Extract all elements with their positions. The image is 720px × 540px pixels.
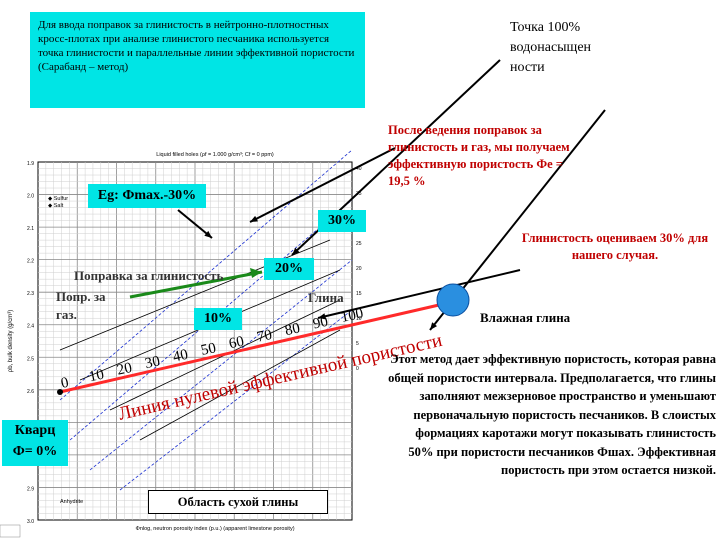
zero-effective-porosity-line — [59, 300, 453, 394]
lithology-line — [89, 259, 353, 471]
mineral-label-anhydrite: Anhydrite — [60, 499, 83, 505]
effective-porosity-note: После ведения поправок за глинистость и … — [388, 123, 570, 188]
lithology-line — [59, 149, 353, 401]
intro-text: Для ввода поправок за глинистость в нейт… — [38, 19, 355, 73]
y-tick-label: 2.0 — [27, 194, 34, 200]
y-tick-label: 2.4 — [27, 324, 34, 330]
quartz-line-1: Кварц — [14, 423, 56, 438]
wet-clay-point — [436, 283, 470, 317]
right-scale-label: 20 — [356, 266, 362, 272]
porosity-tick-label: 40 — [172, 347, 190, 366]
water-saturation-point: Точка 100% водонасыщен ности — [510, 18, 650, 78]
porosity-tick-label: 60 — [228, 334, 246, 353]
red-note-arrow-head — [250, 215, 258, 222]
gas-correction-line-1: Попр. за — [56, 289, 106, 304]
right-scale-label: 5 — [356, 341, 359, 347]
right-scale-label: 35 — [356, 191, 362, 197]
y-tick-label: 3.0 — [27, 519, 34, 525]
quartz-point — [57, 389, 63, 395]
y-tick-label: 2.1 — [27, 226, 34, 232]
wet-clay-label: Влажная глина — [480, 310, 571, 325]
effective-porosity-line — [139, 329, 341, 441]
red-note-arrow — [249, 147, 396, 223]
x-axis-label: Φnlog, neutron porosity index (p.u.) (ap… — [135, 526, 294, 532]
porosity-tick-label: 0 — [60, 375, 71, 392]
chart-header: Liquid filled holes (ρf = 1.000 g/cm³; C… — [156, 152, 274, 158]
clay-estimate-arrow — [317, 269, 521, 319]
right-scale-label: 10 — [356, 316, 362, 322]
clay-estimate-arrow-head — [318, 313, 326, 320]
y-tick-label: 2.9 — [27, 486, 34, 492]
porosity-30-box: 30% — [318, 210, 366, 232]
quartz-line-2: Ф= 0% — [12, 444, 58, 459]
clay-correction-label: Поправка за глинистость — [74, 268, 224, 283]
corner-logo — [0, 524, 21, 538]
y-tick-label: 2.2 — [27, 259, 34, 265]
legend-entry: ◆ Sulfur — [48, 196, 68, 202]
porosity-tick-label: 50 — [200, 340, 218, 359]
chart-grid: 1.92.02.12.22.32.42.52.62.72.82.93.0ρb, … — [0, 152, 362, 538]
porosity-20-box: 20% — [264, 258, 314, 280]
y-tick-label: 1.9 — [27, 161, 34, 167]
porosity-tick-label: 10 — [88, 367, 106, 386]
top-right-line-2: водонасыщен — [510, 40, 592, 55]
dry-clay-area-box: Область сухой глины — [148, 490, 328, 514]
eg-arrow-head — [204, 230, 212, 238]
top-right-line-3: ности — [510, 60, 545, 75]
right-scale-label: 25 — [356, 241, 362, 247]
method-description: Этот метод дает эффективную пористость, … — [388, 352, 716, 477]
y-axis-label: ρb, bulk density (g/cm³) — [8, 310, 14, 372]
clay-estimate-note: Глинистость оцениваем 30% для нашего слу… — [521, 231, 709, 262]
porosity-tick-label: 30 — [144, 353, 162, 372]
example-porosity-box: Eg: Фmax.-30% — [88, 184, 206, 208]
porosity-10-box: 10% — [194, 308, 242, 330]
right-scale-label: 0 — [356, 366, 359, 372]
clay-correction-arrow — [129, 270, 263, 299]
gas-correction-line-2: газ. — [56, 307, 77, 322]
quartz-box: Кварц Ф= 0% — [2, 420, 68, 466]
y-tick-label: 2.6 — [27, 389, 34, 395]
y-tick-label: 2.3 — [27, 291, 34, 297]
intro-note: Для ввода поправок за глинистость в нейт… — [30, 12, 365, 108]
clay-correction-arrowhead — [250, 268, 262, 278]
top-right-line-1: Точка 100% — [510, 20, 581, 35]
wet-clay-arrow-head — [430, 322, 438, 330]
gas-correction-label: Попр. за газ. — [56, 288, 106, 324]
legend-entry: ◆ Salt — [48, 203, 64, 209]
porosity-tick-label: 20 — [116, 360, 134, 379]
y-tick-label: 2.5 — [27, 356, 34, 362]
lithology-line — [119, 309, 353, 491]
right-scale-label: 15 — [356, 291, 362, 297]
clay-label: Глина — [308, 290, 344, 305]
water-point-arrow-head — [292, 247, 300, 255]
porosity-tick-label: 80 — [284, 320, 302, 339]
right-scale-label: 40 — [356, 166, 362, 172]
porosity-tick-label: 70 — [256, 327, 274, 346]
